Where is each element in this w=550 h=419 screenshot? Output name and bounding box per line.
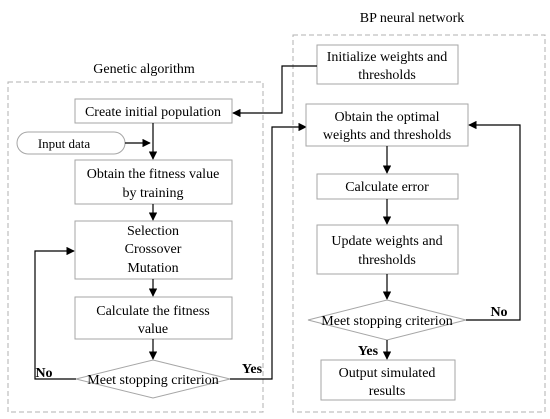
update-weights-box (316, 224, 459, 275)
init-weights-box (316, 44, 459, 85)
bp-yes-label: Yes (358, 344, 379, 359)
ga-stop-decision (75, 359, 231, 399)
bp-group-box (292, 34, 546, 413)
bp-init-to-population-arrow (232, 65, 317, 118)
ga-no-loop-arrow (34, 246, 76, 380)
bp-no-loop-arrow (466, 120, 521, 321)
fitness-training-label-2: by training (122, 186, 183, 201)
bp-stop-label: Meet stopping criterion (321, 314, 452, 329)
optimal-weights-box (305, 103, 469, 147)
genetic-operators-box (74, 220, 233, 280)
calc-error-box (316, 173, 459, 200)
calc-error-label: Calculate error (345, 180, 429, 195)
bp-no-label: No (490, 305, 507, 320)
mutation-label: Mutation (127, 261, 178, 276)
calc-fitness-label-2: value (138, 322, 168, 337)
crossover-label: Crossover (125, 242, 182, 257)
update-weights-label-1: Update weights and (331, 234, 442, 249)
calc-fitness-label-1: Calculate the fitness (96, 304, 210, 319)
init-weights-label-2: thresholds (358, 68, 416, 83)
optimal-weights-label-1: Obtain the optimal (335, 110, 440, 125)
ga-yes-label: Yes (242, 362, 263, 377)
create-population-label: Create initial population (85, 105, 221, 120)
ga-group-title: Genetic algorithm (93, 62, 195, 77)
bp-group-title: BP neural network (360, 11, 464, 26)
fitness-training-label-1: Obtain the fitness value (87, 167, 220, 182)
ga-stop-label: Meet stopping criterion (87, 373, 218, 388)
ga-group-box (7, 81, 264, 413)
ga-no-label: No (35, 366, 52, 381)
output-results-box (320, 359, 456, 401)
optimal-weights-label-2: weights and thresholds (323, 128, 451, 143)
calc-fitness-box (74, 296, 233, 340)
output-results-label-1: Output simulated (339, 366, 436, 381)
selection-label: Selection (127, 224, 179, 239)
ga-yes-arrow (230, 122, 307, 380)
init-weights-label-1: Initialize weights and (327, 50, 448, 65)
update-weights-label-2: thresholds (358, 253, 416, 268)
input-data-label: Input data (38, 136, 91, 151)
output-results-label-2: results (369, 384, 406, 399)
